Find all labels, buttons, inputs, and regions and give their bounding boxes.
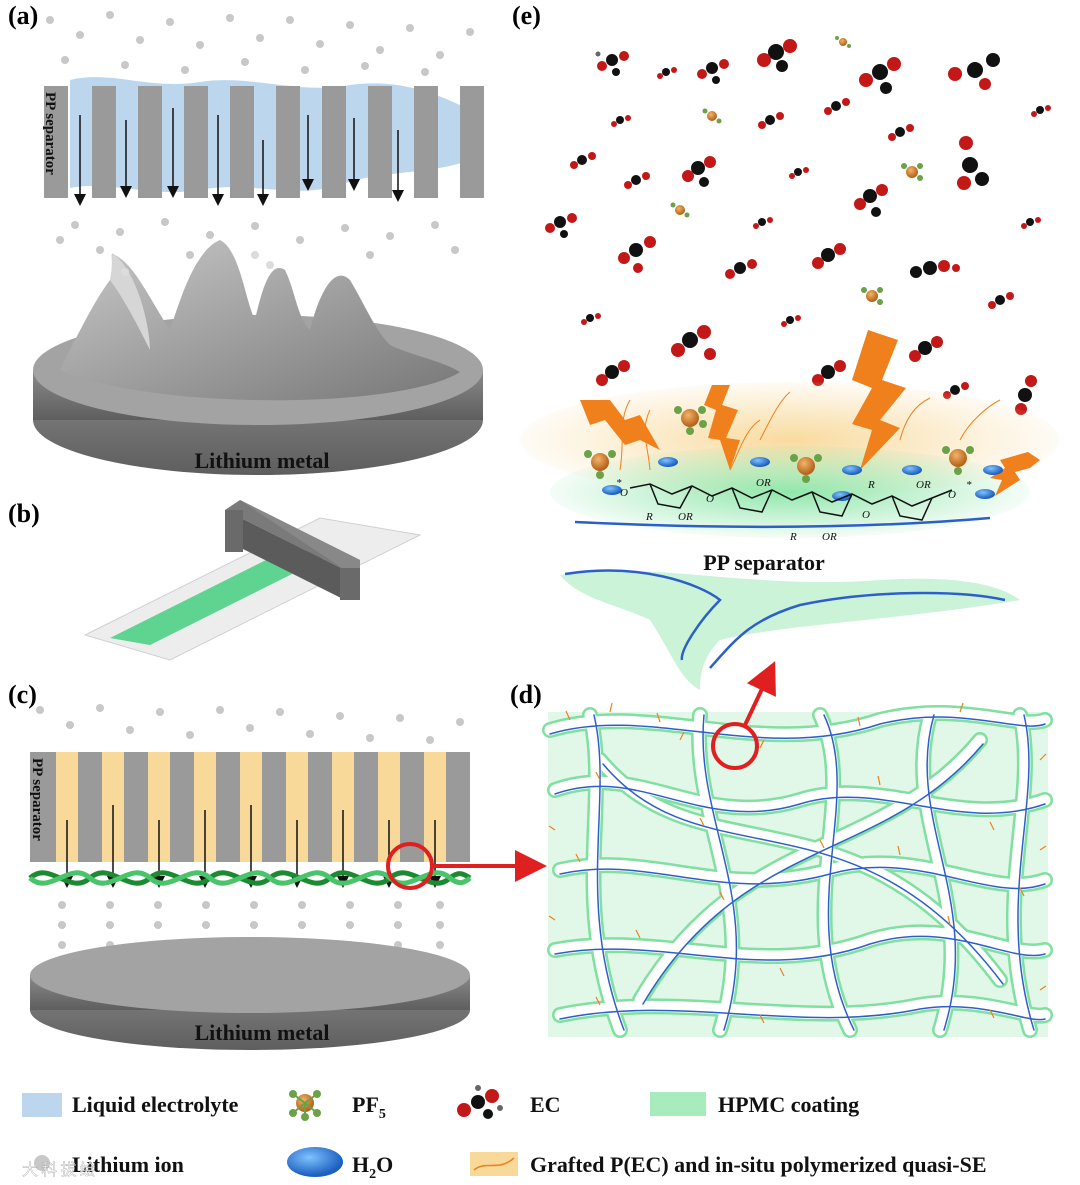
dendrites-a (60, 240, 460, 401)
hpmc-fiber-network (542, 705, 1053, 1038)
grafted-hairs (548, 702, 1047, 1024)
ec-molecules (545, 39, 1051, 415)
panel-label-d: (d) (510, 680, 542, 709)
chain-o-3: O (862, 509, 870, 521)
chain-o-4: O (948, 489, 956, 501)
legend-swatch-hpmc (650, 1092, 706, 1116)
lithium-metal-c (30, 937, 470, 1013)
chain-star-2: * (966, 479, 972, 491)
lithium-ions-a-top (46, 11, 474, 76)
lower-hpmc-glow (560, 570, 1020, 690)
chain-or-4: OR (916, 479, 931, 491)
liquid-electrolyte-blob (70, 77, 470, 193)
legend-icon-water (287, 1147, 343, 1177)
pp-separator-c (30, 752, 470, 862)
legend-swatch-grafted (470, 1152, 518, 1176)
legend-label-liquid: Liquid electrolyte (72, 1092, 239, 1117)
chain-or-2: OR (756, 477, 771, 489)
panel-b (83, 500, 422, 661)
fiber-line-e-2 (564, 569, 722, 661)
legend: Liquid electrolyte PF5 EC HPMC coating L… (22, 1085, 987, 1182)
lithium-metal-label-c: Lithium metal (194, 1020, 329, 1045)
chain-o-1: O (620, 487, 628, 499)
chain-o-2: O (706, 493, 714, 505)
separator-label-a: PP separator (42, 92, 58, 175)
watermark: 大 科 拔 绘 (22, 1160, 96, 1179)
panel-a (33, 11, 484, 475)
panel-c (28, 704, 547, 1050)
lightning-bolts (580, 330, 1040, 496)
legend-icon-pf5 (289, 1090, 321, 1121)
panel-label-c: (c) (8, 680, 37, 709)
legend-icon-ec (457, 1085, 503, 1119)
hpmc-chain (629, 483, 953, 521)
pf5-on-layer (584, 406, 974, 483)
separator-label-c: PP separator (29, 758, 45, 841)
ion-arrows-a (74, 108, 404, 206)
panel-label-a: (a) (8, 1, 38, 30)
legend-swatch-liquid (22, 1093, 62, 1117)
fiber-line-e-3 (709, 591, 1006, 669)
legend-icon-lithium-ion (34, 1155, 50, 1171)
hpmc-helix (28, 870, 472, 886)
separator-label-e: PP separator (703, 550, 825, 575)
water-molecules (602, 457, 1003, 501)
grafted-hairs-e (619, 391, 1001, 471)
panel-label-e: (e) (512, 1, 541, 30)
lithium-ions-a-mid (56, 218, 459, 259)
panel-e: * O R OR O OR R OR O R OR O * (520, 36, 1060, 690)
chain-star-1: * (616, 477, 622, 489)
panel-d (542, 661, 1053, 1038)
pf5-molecules (670, 36, 923, 305)
legend-label-grafted: Grafted P(EC) and in-situ polymerized qu… (530, 1152, 987, 1177)
panel-label-b: (b) (8, 499, 40, 528)
chain-labels: * O R OR O OR R OR O R OR O * (616, 477, 972, 543)
doctor-blade (225, 500, 360, 600)
legend-swatch-grafted-line (473, 1157, 515, 1171)
chain-or-1: OR (678, 511, 693, 523)
coated-film (110, 548, 330, 645)
legend-label-pf5: PF5 (352, 1092, 386, 1122)
lithium-ions-c-top (36, 704, 464, 744)
legend-label-ec: EC (530, 1092, 561, 1117)
legend-label-lithium-ion: Lithium ion (72, 1152, 184, 1177)
chain-r1o-2: R (789, 531, 797, 543)
legend-label-water: H2O (352, 1152, 393, 1182)
lithium-metal-label-a: Lithium metal (194, 448, 329, 473)
chain-or-3: OR (822, 531, 837, 543)
chain-r1o-1: R (645, 511, 653, 523)
chain-r1o-3: R (867, 479, 875, 491)
zoom-arrow-d-e (743, 661, 776, 726)
zoom-circle-d (711, 722, 759, 770)
fiber-line-e-1 (574, 516, 991, 529)
pp-separator-a (44, 86, 484, 198)
legend-label-hpmc: HPMC coating (718, 1092, 859, 1117)
